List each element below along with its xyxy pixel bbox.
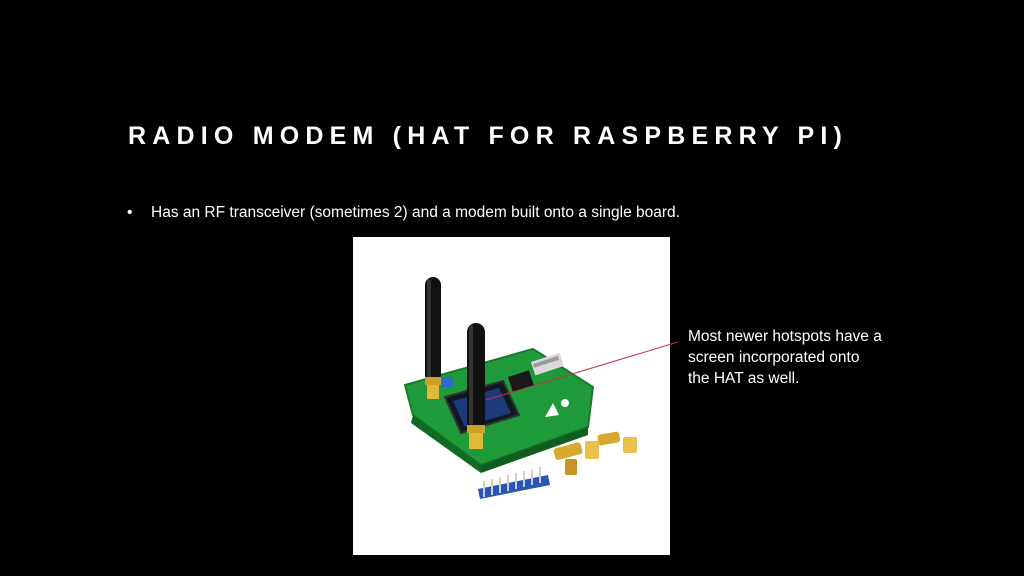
callout-line-2: screen incorporated onto [688, 349, 860, 366]
antenna-left [425, 277, 441, 399]
bullet-marker: • [127, 204, 133, 221]
slide-title: RADIO MODEM (HAT FOR RASPBERRY PI) [128, 122, 849, 150]
loose-pin-header [478, 467, 550, 499]
board-photo [353, 237, 670, 555]
callout-text: Most newer hotspots have a screen incorp… [688, 326, 928, 389]
callout-line-3: the HAT as well. [688, 370, 800, 387]
antenna-right [467, 323, 485, 449]
radio-modem-board-illustration [403, 277, 637, 499]
bullet-item: • Has an RF transceiver (sometimes 2) and… [127, 204, 680, 222]
bullet-text: Has an RF transceiver (sometimes 2) and … [151, 204, 680, 221]
sma-connectors [553, 431, 637, 475]
callout-line-1: Most newer hotspots have a [688, 328, 882, 345]
